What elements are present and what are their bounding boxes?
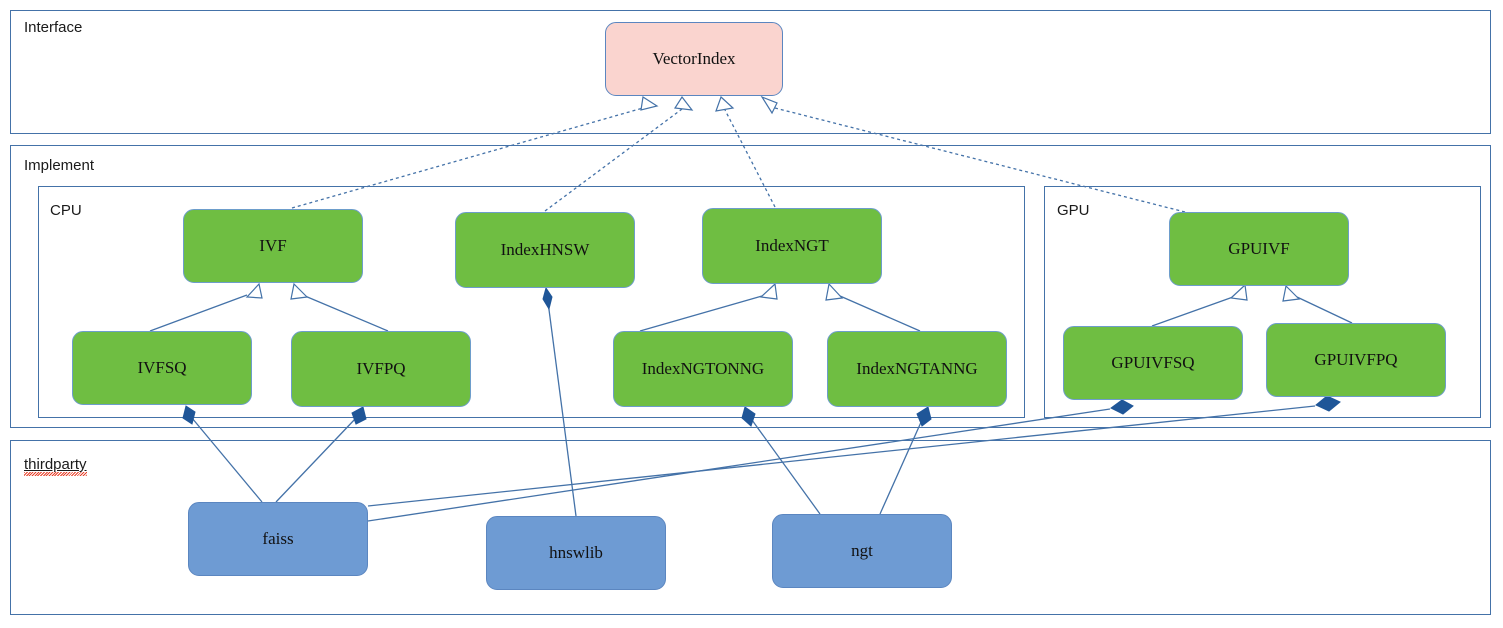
node-label-ngt: ngt [851,540,873,560]
node-label-gpuivfpq: GPUIVFPQ [1314,349,1398,369]
node-label-indexhnsw: IndexHNSW [500,239,590,259]
node-indexngt[interactable]: IndexNGT [702,208,882,284]
container-label-thirdparty: thirdparty [24,456,87,476]
node-gpuivfpq[interactable]: GPUIVFPQ [1266,323,1446,397]
node-label-vectorindex: VectorIndex [652,48,736,68]
node-ivfsq[interactable]: IVFSQ [72,331,252,405]
container-label-gpu: GPU [1057,202,1090,219]
container-label-implement: Implement [24,157,95,174]
node-label-ivf: IVF [259,235,287,255]
node-gpuivf[interactable]: GPUIVF [1169,212,1349,286]
node-indexngtonng[interactable]: IndexNGTONNG [613,331,793,407]
node-label-faiss: faiss [262,528,294,548]
node-label-gpuivf: GPUIVF [1228,238,1290,258]
node-gpuivfsq[interactable]: GPUIVFSQ [1063,326,1243,400]
node-indexngtanng[interactable]: IndexNGTANNG [827,331,1007,407]
container-label-interface: Interface [24,19,83,36]
container-label-cpu: CPU [50,202,82,219]
node-label-indexngtonng: IndexNGTONNG [641,358,765,378]
node-label-indexngt: IndexNGT [755,235,829,255]
node-label-gpuivfsq: GPUIVFSQ [1111,352,1195,372]
node-faiss[interactable]: faiss [188,502,368,576]
node-ngt[interactable]: ngt [772,514,952,588]
node-vectorindex[interactable]: VectorIndex [605,22,783,96]
node-ivfpq[interactable]: IVFPQ [291,331,471,407]
node-indexhnsw[interactable]: IndexHNSW [455,212,635,288]
node-label-ivfpq: IVFPQ [356,358,406,378]
node-label-hnswlib: hnswlib [549,542,603,562]
spellcheck-underline-icon [24,472,87,476]
node-ivf[interactable]: IVF [183,209,363,283]
node-hnswlib[interactable]: hnswlib [486,516,666,590]
node-label-indexngtanng: IndexNGTANNG [856,358,978,378]
container-label-thirdparty-text: thirdparty [24,456,87,473]
node-label-ivfsq: IVFSQ [137,357,187,377]
